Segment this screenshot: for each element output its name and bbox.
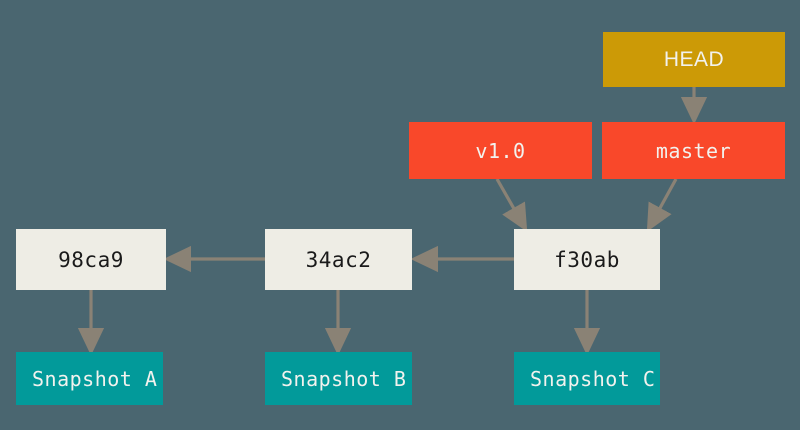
node-snapshot-b[interactable]: Snapshot B	[265, 352, 412, 405]
node-commit-f30ab[interactable]: f30ab	[514, 229, 660, 290]
node-branch-master-label: master	[655, 138, 732, 163]
node-commit-98ca9-label: 98ca9	[58, 247, 124, 272]
node-head-label: HEAD	[663, 47, 725, 71]
node-commit-34ac2-label: 34ac2	[305, 247, 372, 272]
node-snapshot-a-label: Snapshot A	[32, 366, 158, 391]
node-snapshot-c-label: Snapshot C	[530, 366, 656, 391]
node-snapshot-c[interactable]: Snapshot C	[514, 352, 660, 405]
edge-v10-to-f30ab	[495, 178, 528, 232]
node-branch-master[interactable]: master	[602, 122, 785, 179]
node-tag-v1-0[interactable]: v1.0	[409, 122, 592, 179]
node-snapshot-b-label: Snapshot B	[281, 366, 407, 391]
node-snapshot-a[interactable]: Snapshot A	[16, 352, 163, 405]
node-tag-v1-0-label: v1.0	[475, 138, 526, 163]
node-commit-34ac2[interactable]: 34ac2	[265, 229, 412, 290]
edge-master-to-f30ab	[646, 178, 678, 232]
node-commit-f30ab-label: f30ab	[554, 247, 620, 272]
node-commit-98ca9[interactable]: 98ca9	[16, 229, 166, 290]
node-head[interactable]: HEAD	[603, 32, 785, 87]
